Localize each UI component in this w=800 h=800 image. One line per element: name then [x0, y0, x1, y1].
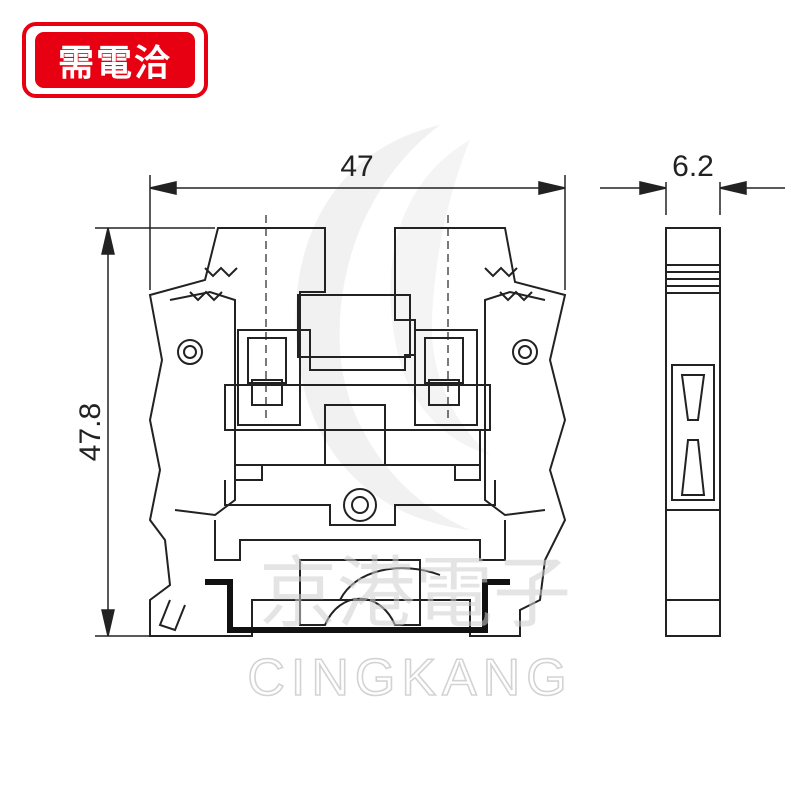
din-rail	[205, 579, 510, 633]
watermark-english: CINGKANG	[247, 649, 572, 707]
front-view	[148, 215, 567, 637]
height-label: 47.8	[74, 403, 107, 461]
side-view	[665, 227, 721, 637]
thickness-label: 6.2	[672, 150, 714, 183]
watermark-logo	[295, 125, 490, 530]
thickness-dimension	[600, 181, 785, 215]
height-dimension	[95, 227, 215, 637]
contact-badge-label: 需電洽	[35, 32, 195, 88]
width-dimension	[149, 175, 566, 290]
width-label: 47	[340, 150, 373, 183]
watermark-chinese: 京港電子	[259, 549, 571, 639]
contact-badge: 需電洽	[22, 22, 208, 98]
